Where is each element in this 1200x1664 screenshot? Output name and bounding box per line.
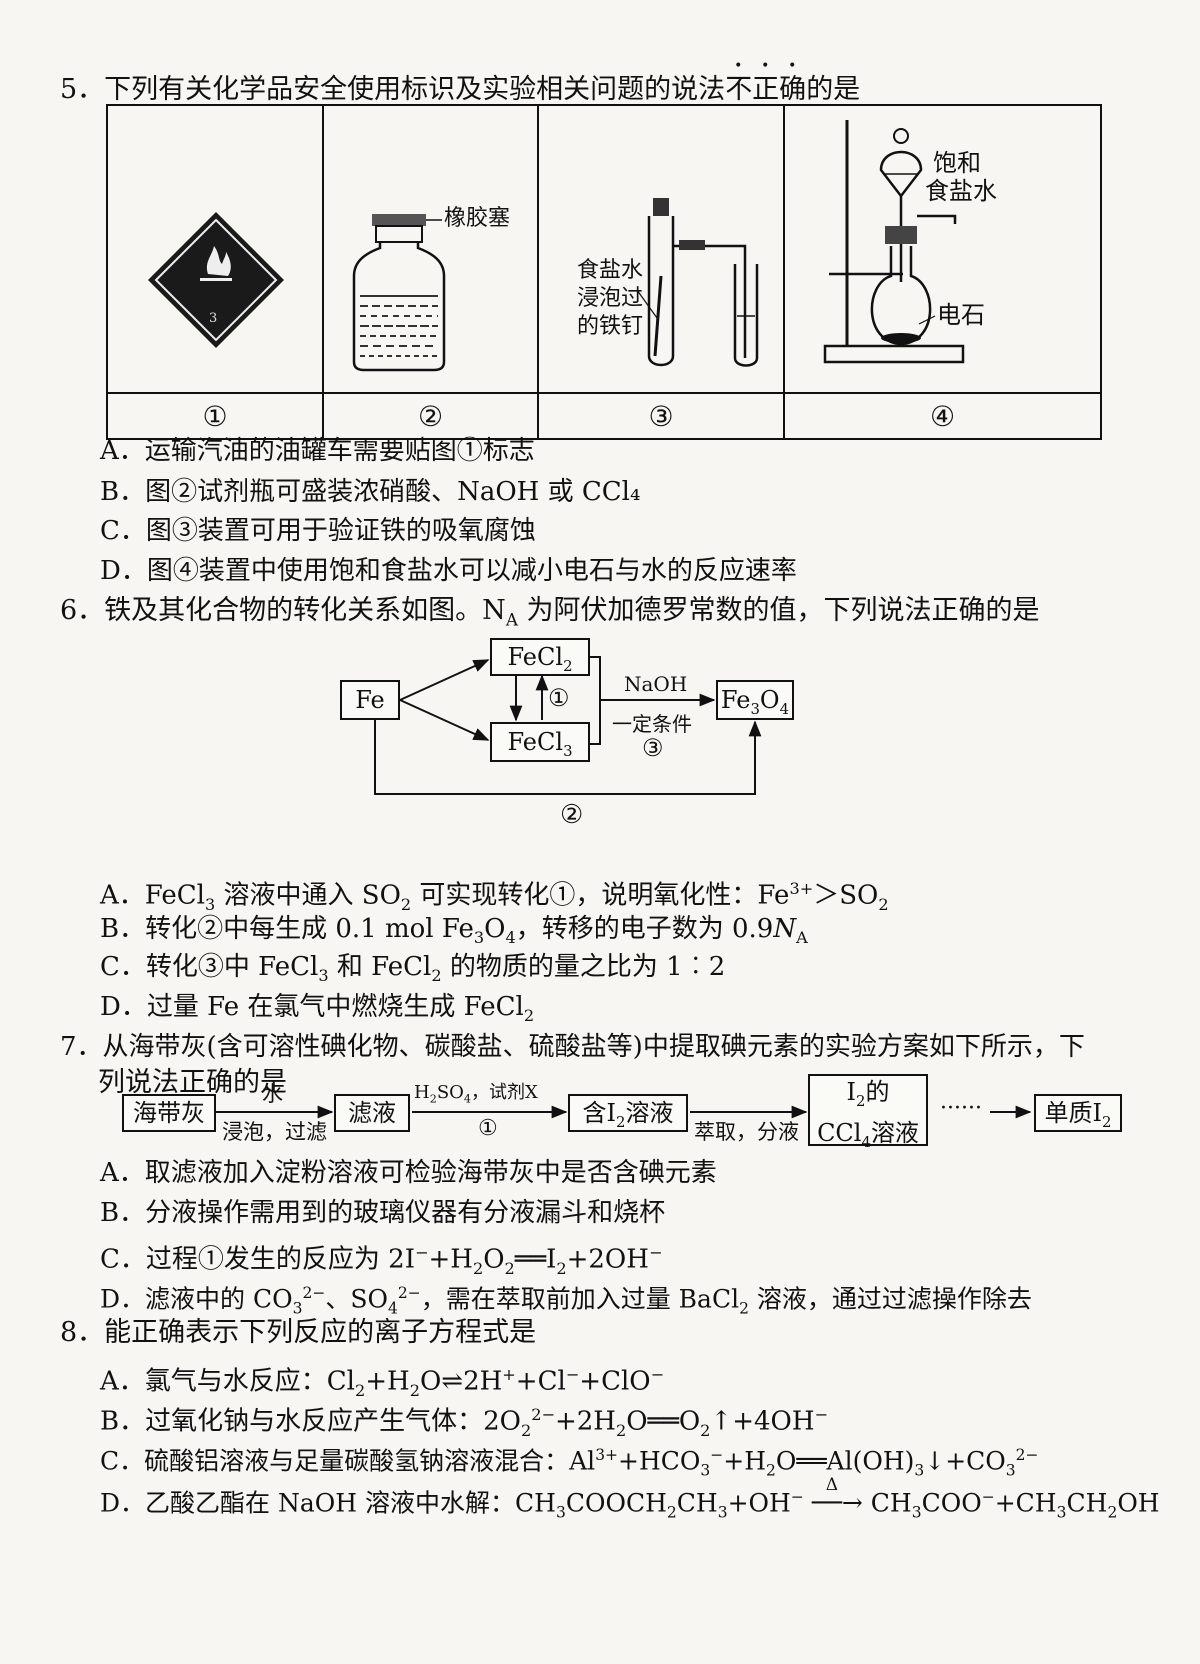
q5-stem: 5．下列有关化学品安全使用标识及实验相关问题的说法不正确的是 <box>60 74 861 105</box>
q5-figure: 3 橡胶塞 <box>106 104 1102 440</box>
flow-step1: ① <box>478 1116 498 1141</box>
figure-cell-2: 橡胶塞 <box>324 106 539 392</box>
flow-box4-line2: CCl4溶液 <box>817 1118 919 1151</box>
flow-reagent: H2SO4，试剂X <box>414 1082 538 1106</box>
brine-label-2: 食盐水 <box>925 177 997 205</box>
step3-label: ③ <box>642 734 664 762</box>
flow-water: 水 <box>262 1082 283 1106</box>
q5-option-b: B．图②试剂瓶可盛装浓硝酸、NaOH 或 CCl₄ <box>100 477 641 507</box>
q8-option-a: A．氯气与水反应：Cl2+H2O⇌2H++Cl−+ClO− <box>100 1365 665 1400</box>
figure-label-4: ④ <box>785 392 1100 439</box>
q8-option-c: C．硫酸铝溶液与足量碳酸氢钠溶液混合：Al3++HCO3−+H2O══Al(OH… <box>100 1446 1039 1480</box>
stopper-label: 橡胶塞 <box>444 206 511 231</box>
q5-emphasis: 不正确 <box>725 74 807 105</box>
nail-label-3: 的铁钉 <box>577 314 644 339</box>
flow-box4-line1: I2的 <box>846 1078 890 1110</box>
step2-label: ② <box>560 800 584 830</box>
figure-label-2: ② <box>324 392 539 439</box>
q5-option-c: C．图③装置可用于验证铁的吸氧腐蚀 <box>100 516 536 546</box>
brine-label-1: 饱和 <box>933 149 981 177</box>
figure-cell-3: 食盐水 浸泡过 的铁钉 <box>539 106 785 392</box>
fecl3-box: FeCl3 <box>490 722 590 762</box>
q5-option-d: D．图④装置中使用饱和食盐水可以减小电石与水的反应速率 <box>100 556 797 586</box>
flow-box-ccl4-solution: I2的 CCl4溶液 <box>808 1074 928 1151</box>
naoh-label: NaOH <box>624 672 688 696</box>
fe-box: Fe <box>340 680 400 720</box>
diamond-number: 3 <box>209 311 218 326</box>
condition-label: 一定条件 <box>612 712 692 736</box>
reagent-bottle-icon <box>352 214 446 372</box>
q6-option-d: D．过量 Fe 在氯气中燃烧生成 FeCl2 <box>100 992 535 1026</box>
flow-extract: 萃取，分液 <box>694 1120 799 1144</box>
fe3o4-box: Fe3O4 <box>716 680 794 720</box>
flow-box-i2-solution: 含I2溶液 <box>568 1094 688 1132</box>
flow-soak-filter: 浸泡，过滤 <box>222 1120 327 1144</box>
figure-cell-1: 3 <box>108 106 324 392</box>
nail-label-1: 食盐水 <box>577 258 644 283</box>
q7-stem-line1: 7．从海带灰(含可溶性碘化物、碳酸盐、硫酸盐等)中提取碘元素的实验方案如下所示，… <box>60 1032 1085 1062</box>
figure-cell-4: 饱和 食盐水 电石 <box>785 106 1100 392</box>
q6-option-b: B．转化②中每生成 0.1 mol Fe3O4，转移的电子数为 0.9NA <box>100 914 808 948</box>
figure-label-1: ① <box>108 392 324 439</box>
figure-label-3: ③ <box>539 392 785 439</box>
q7-stem-line2: 列说法正确的是 <box>98 1067 287 1098</box>
q8-option-b: B．过氧化钠与水反应产生气体：2O22−+2H2O══O2↑+4OH− <box>100 1405 829 1440</box>
flow-dots: ······ <box>940 1096 982 1121</box>
flow-box-filtrate: 滤液 <box>334 1094 410 1132</box>
q6-stem: 6．铁及其化合物的转化关系如图。NA 为阿伏加德罗常数的值，下列说法正确的是 <box>60 595 1040 630</box>
q7-option-b: B．分液操作需用到的玻璃仪器有分液漏斗和烧杯 <box>100 1198 666 1228</box>
step1-label: ① <box>548 684 570 712</box>
carbide-label: 电石 <box>937 301 985 329</box>
q8-stem: 8．能正确表示下列反应的离子方程式是 <box>60 1317 537 1348</box>
nail-label-2: 浸泡过 <box>577 286 644 311</box>
q6-option-a: A．FeCl3 溶液中通入 SO2 可实现转化①，说明氧化性：Fe3+＞SO2 <box>100 879 889 914</box>
flow-box-iodine: 单质I2 <box>1034 1094 1122 1132</box>
q7-option-a: A．取滤液加入淀粉溶液可检验海带灰中是否含碘元素 <box>100 1158 717 1188</box>
acetylene-generator-icon <box>823 120 965 364</box>
q5-option-a: A．运输汽油的油罐车需要贴图①标志 <box>100 436 535 466</box>
flow-box-kelp-ash: 海带灰 <box>122 1094 216 1132</box>
q7-option-d: D．滤液中的 CO32−、SO42−，需在萃取前加入过量 BaCl2 溶液，通过… <box>100 1284 1032 1318</box>
iron-corrosion-apparatus-icon <box>636 198 759 367</box>
q8-option-d: D．乙酸乙酯在 NaOH 溶液中水解：CH3COOCH2CH3+OH− Δ──→… <box>100 1475 1160 1522</box>
fecl2-box: FeCl2 <box>490 638 590 676</box>
flammable-hazard-icon <box>148 212 284 348</box>
q6-option-c: C．转化③中 FeCl3 和 FeCl2 的物质的量之比为 1︰2 <box>100 952 726 986</box>
q7-option-c: C．过程①发生的反应为 2I−+H2O2══I2+2OH− <box>100 1243 663 1278</box>
